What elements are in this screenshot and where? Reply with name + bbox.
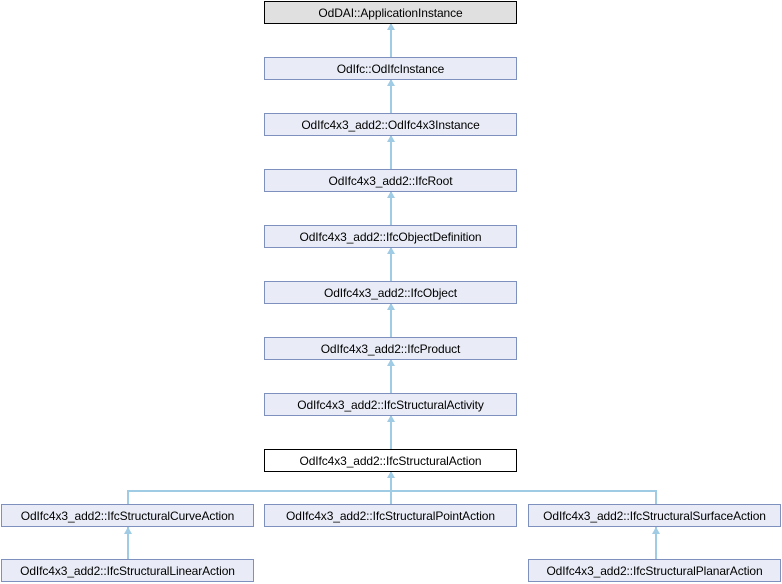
arrow-up-icon (387, 303, 395, 310)
class-name-label: OdIfc4x3_add2::IfcStructuralAction (299, 453, 482, 468)
class-name-label: OdIfc4x3_add2::IfcRoot (328, 173, 453, 188)
class-name-label: OdIfc4x3_add2::IfcStructuralActivity (297, 397, 484, 412)
arrow-up-icon (124, 527, 132, 534)
inheritance-edge (390, 359, 392, 393)
class-node-ifc-structural-activity[interactable]: OdIfc4x3_add2::IfcStructuralActivity (264, 393, 517, 416)
inheritance-edge (390, 135, 392, 169)
class-node-ifc-structural-planar-action[interactable]: OdIfc4x3_add2::IfcStructuralPlanarAction (528, 559, 781, 582)
class-node-ifc-object[interactable]: OdIfc4x3_add2::IfcObject (264, 281, 517, 304)
class-name-label: OdIfc4x3_add2::IfcStructuralPointAction (286, 508, 495, 523)
class-node-ifc-structural-action[interactable]: OdIfc4x3_add2::IfcStructuralAction (264, 449, 517, 472)
arrow-up-icon (387, 415, 395, 422)
inheritance-edge (390, 303, 392, 337)
inheritance-edge (390, 490, 392, 504)
class-name-label: OdIfc4x3_add2::IfcStructuralSurfaceActio… (543, 508, 766, 523)
class-node-ifc-structural-point-action[interactable]: OdIfc4x3_add2::IfcStructuralPointAction (264, 504, 517, 527)
class-node-ifc-structural-surface-action[interactable]: OdIfc4x3_add2::IfcStructuralSurfaceActio… (528, 504, 781, 527)
inheritance-edge (390, 415, 392, 449)
inheritance-edge (655, 490, 657, 504)
class-node-ifc-root[interactable]: OdIfc4x3_add2::IfcRoot (264, 169, 517, 192)
class-name-label: OdIfc4x3_add2::IfcObjectDefinition (299, 229, 482, 244)
class-name-label: OdIfc4x3_add2::OdIfc4x3Instance (301, 117, 480, 132)
class-node-odifc4x3-instance[interactable]: OdIfc4x3_add2::OdIfc4x3Instance (264, 113, 517, 136)
class-name-label: OdIfc::OdIfcInstance (336, 61, 445, 76)
inheritance-edge (390, 247, 392, 281)
inheritance-edge (655, 527, 657, 559)
arrow-up-icon (387, 471, 395, 478)
inheritance-edge (390, 191, 392, 225)
inheritance-edge-bus (127, 490, 656, 492)
class-name-label: OdIfc4x3_add2::IfcStructuralCurveAction (20, 508, 235, 523)
inheritance-edge (390, 23, 392, 57)
class-name-label: OdIfc4x3_add2::IfcStructuralLinearAction (20, 563, 235, 578)
arrow-up-icon (387, 135, 395, 142)
class-node-odifc-instance[interactable]: OdIfc::OdIfcInstance (264, 57, 517, 80)
inheritance-edge (127, 527, 129, 559)
class-name-label: OdDAI::ApplicationInstance (318, 5, 463, 20)
class-node-ifc-structural-curve-action[interactable]: OdIfc4x3_add2::IfcStructuralCurveAction (1, 504, 254, 527)
class-node-ifc-structural-linear-action[interactable]: OdIfc4x3_add2::IfcStructuralLinearAction (1, 559, 254, 582)
class-name-label: OdIfc4x3_add2::IfcStructuralPlanarAction (546, 563, 763, 578)
class-name-label: OdIfc4x3_add2::IfcObject (323, 285, 457, 300)
arrow-up-icon (652, 527, 660, 534)
class-node-ifc-product[interactable]: OdIfc4x3_add2::IfcProduct (264, 337, 517, 360)
class-name-label: OdIfc4x3_add2::IfcProduct (320, 341, 461, 356)
class-node-application-instance[interactable]: OdDAI::ApplicationInstance (264, 1, 517, 24)
inheritance-edge (390, 471, 392, 491)
arrow-up-icon (387, 359, 395, 366)
arrow-up-icon (387, 23, 395, 30)
inheritance-edge (390, 79, 392, 113)
arrow-up-icon (387, 191, 395, 198)
arrow-up-icon (387, 247, 395, 254)
arrow-up-icon (387, 79, 395, 86)
class-node-ifc-object-definition[interactable]: OdIfc4x3_add2::IfcObjectDefinition (264, 225, 517, 248)
inheritance-edge (127, 490, 129, 504)
